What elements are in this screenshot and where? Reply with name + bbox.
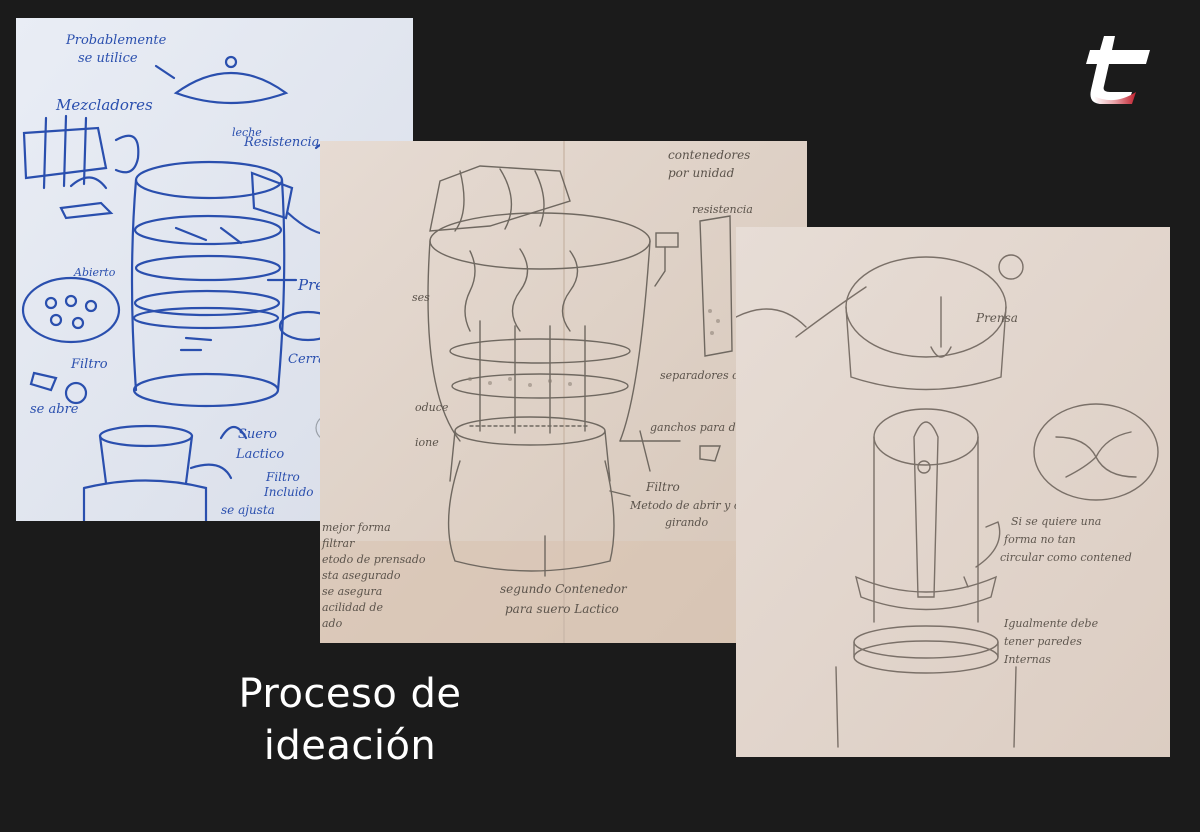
note-si-se-quiere: Si se quiere una [1011,515,1101,528]
slide-title-line-1: Proceso de [238,671,462,717]
note-forma-no-tan: forma no tan [1003,533,1076,546]
note-filtro-incluido-a: Filtro [265,470,300,484]
note-se-utilice: se utilice [78,51,138,66]
note-resistencia-2: resistencia [692,203,753,216]
note-mezcladores: Mezcladores [55,96,153,114]
note-girando: girando [665,516,709,529]
slide-title-line-2: ideación [263,723,437,769]
sketch-photo-pencil-containers: contenedores por unidad resistencia sepa… [320,141,807,643]
note-filtro-2: Filtro [645,480,680,494]
note-se-ajusta: se ajusta [221,503,275,517]
t-logo-icon [1084,34,1154,106]
sketch-photo-pencil-press: Prensa Si se quiere una forma no tan cir… [736,227,1170,757]
slide-title: Proceso de ideación [180,668,520,772]
note-se-abre: se abre [30,402,79,417]
note-segundo-contenedor: segundo Contenedor [500,582,628,596]
note-metodo-prensado: etodo de prensado [322,553,426,566]
note-se-asegura: se asegura [322,585,382,598]
note-prensa: Prensa [975,311,1018,325]
note-probablemente: Probablemente [65,33,167,48]
note-igualmente: Igualmente debe [1003,617,1099,630]
note-ione: ione [415,436,439,449]
note-ado: ado [322,617,343,630]
note-oduce: oduce [415,401,449,414]
note-mejor-forma: mejor forma [322,521,391,534]
note-tener-paredes: tener paredes [1004,635,1082,648]
note-suero-lactico: para suero Lactico [505,602,619,616]
note-resistencia: Resistencia [243,135,319,150]
note-leche: leche [232,126,262,139]
note-suero: Suero [238,427,277,442]
note-filtro-incluido-b: Incluido [263,485,314,499]
note-internas: Internas [1003,653,1051,666]
note-facilidad: acilidad de [322,601,383,614]
note-abierto: Abierto [73,266,116,279]
note-filtrar: filtrar [321,537,355,550]
note-ses: ses [412,291,430,304]
note-contenedores: contenedores [668,148,750,162]
note-filtro: Filtro [70,357,108,372]
note-lactico: Lactico [235,447,284,462]
note-por-unidad: por unidad [668,166,735,180]
note-esta-asegurado: sta asegurado [322,569,401,582]
note-ganchos: ganchos para desm [650,421,758,434]
note-metodo-abrir: Metodo de abrir y cerrar [629,499,770,512]
note-circular: circular como contened [1000,551,1132,564]
